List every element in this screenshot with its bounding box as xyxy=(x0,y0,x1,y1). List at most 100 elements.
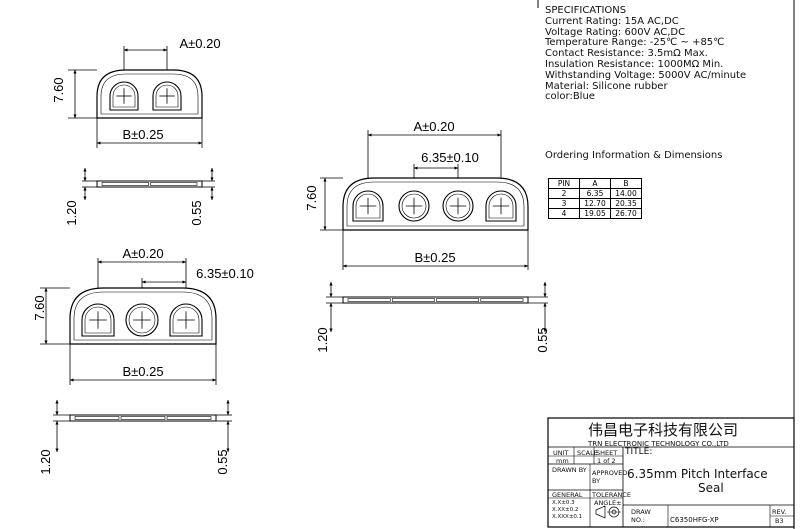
tolerance-label: TOLERANCE xyxy=(592,491,632,499)
dimension-label: 6.35±0.10 xyxy=(196,266,254,281)
dimension-label: 0.55 xyxy=(535,327,550,352)
round-hole-inner xyxy=(445,193,471,219)
side-view-pad xyxy=(74,416,120,420)
d-shaped-hole xyxy=(109,81,139,111)
dimension-label: 1.20 xyxy=(38,449,53,474)
draw-no-label: DRAW NO.: xyxy=(631,508,651,524)
side-view-pad xyxy=(347,298,391,302)
d-shaped-hole-inner xyxy=(112,84,136,108)
d-shaped-hole xyxy=(169,303,203,337)
rev-value: B3 xyxy=(775,517,784,525)
dimension-label: 0.55 xyxy=(189,200,204,225)
unit-label: UNIT xyxy=(553,449,569,457)
dimension-label: A±0.20 xyxy=(179,36,220,51)
d-shaped-hole-inner xyxy=(84,306,112,334)
table-row: 2 6.35 14.00 xyxy=(548,188,642,199)
side-view-outline xyxy=(342,296,529,304)
table-cell: 6.35 xyxy=(579,188,611,199)
company-name-cn: 伟昌电子科技有限公司 xyxy=(588,421,739,439)
dimension-label: A±0.20 xyxy=(122,246,163,261)
spec-line: color:Blue xyxy=(545,91,595,103)
drawing-title-line2: Seal xyxy=(698,481,724,495)
dimension-label: 0.55 xyxy=(215,449,230,474)
dimension-label: 1.20 xyxy=(315,327,330,352)
d-shaped-hole-inner xyxy=(488,193,514,219)
round-hole-inner xyxy=(128,306,156,334)
sheet-label: SHEET xyxy=(596,449,618,457)
ordering-heading: Ordering Information & Dimensions xyxy=(545,150,723,161)
drawn-by-label: DRAWN BY xyxy=(552,466,587,474)
general-label: GENERAL xyxy=(552,491,583,499)
dimension-label: 1.20 xyxy=(64,200,79,225)
d-shaped-hole xyxy=(152,81,182,111)
spec-line: Voltage Rating: 600V AC,DC xyxy=(545,26,686,38)
side-view-pad xyxy=(436,298,480,302)
table-header-cell: B xyxy=(610,178,642,189)
seal-body-inner-outline xyxy=(73,291,213,341)
round-hole xyxy=(442,190,474,222)
round-hole xyxy=(398,190,430,222)
d-shaped-hole-inner xyxy=(155,84,179,108)
dimension-label: B±0.25 xyxy=(122,127,163,142)
table-cell: 20.35 xyxy=(610,198,642,209)
side-view-outline xyxy=(69,414,217,422)
tolerance-value: X.XX±0.2 xyxy=(552,507,579,513)
d-shaped-hole xyxy=(81,303,115,337)
dimension-label: 7.60 xyxy=(304,185,319,210)
side-view-outline xyxy=(96,180,203,188)
angle-label: ANGLE± xyxy=(594,499,622,507)
approved-by-label: APPROVED BY xyxy=(592,469,628,485)
spec-line: Withstanding Voltage: 5000V AC/minute xyxy=(545,69,747,81)
specifications-block: SPECIFICATIONS Current Rating: 15A AC,DC… xyxy=(545,5,747,103)
title-block-frame xyxy=(547,417,795,528)
spec-line: Current Rating: 15A AC,DC xyxy=(545,15,679,27)
table-cell: 14.00 xyxy=(610,188,642,199)
unit-value: mm xyxy=(556,457,569,465)
table-cell: 2 xyxy=(548,188,580,199)
projection-symbol-part xyxy=(595,505,606,519)
round-hole xyxy=(125,303,159,337)
dimension-label: 6.35±0.10 xyxy=(421,150,479,165)
d-shaped-hole-inner xyxy=(355,193,381,219)
round-hole-inner xyxy=(401,193,427,219)
company-name-en: TRN ELECTRONIC TECHNOLOGY CO.,LTD xyxy=(588,440,729,448)
table-cell: 12.70 xyxy=(579,198,611,209)
sheet-value: 1 of 2 xyxy=(597,457,616,465)
spec-line: Insulation Resistance: 1000MΩ Min. xyxy=(545,58,724,70)
dimension-label: 7.60 xyxy=(32,295,47,320)
side-view-pad xyxy=(166,416,212,420)
side-view-pad xyxy=(150,182,198,186)
side-view-pad xyxy=(120,416,166,420)
dimension-label: B±0.25 xyxy=(122,364,163,379)
side-view-pad xyxy=(480,298,524,302)
seal-body-inner-outline xyxy=(100,73,199,115)
scale-label: SCALE xyxy=(577,449,598,457)
d-shaped-hole xyxy=(485,190,517,222)
spec-line: Material: Silicone rubber xyxy=(545,80,668,92)
seal-body-outline xyxy=(69,287,217,345)
dimension-label: B±0.25 xyxy=(414,250,455,265)
specifications-heading: SPECIFICATIONS xyxy=(545,5,627,16)
title-label: TITLE: xyxy=(625,447,653,457)
dimension-label: 7.60 xyxy=(51,77,66,102)
table-header-cell: A xyxy=(579,178,611,189)
table-cell: 4 xyxy=(548,208,580,219)
tolerance-value: X.X±0.3 xyxy=(552,500,575,506)
ordering-table: PIN A B 2 6.35 14.00 3 12.70 20.35 4 19.… xyxy=(548,178,642,219)
table-header-cell: PIN xyxy=(548,178,580,189)
table-cell: 19.05 xyxy=(579,208,611,219)
d-shaped-hole-inner xyxy=(172,306,200,334)
seal-body-outline xyxy=(342,177,529,231)
dimension-label: A±0.20 xyxy=(413,119,454,134)
side-view-pad xyxy=(101,182,149,186)
table-header-row: PIN A B xyxy=(548,178,642,189)
side-view-pad xyxy=(391,298,435,302)
table-row: 3 12.70 20.35 xyxy=(548,198,642,209)
tolerance-value: X.XXX±0.1 xyxy=(552,514,583,520)
table-row: 4 19.05 26.70 xyxy=(548,208,642,219)
drawing-title-line1: 6.35mm Pitch Interface xyxy=(627,467,768,481)
spec-line: Contact Resistance: 3.5mΩ Max. xyxy=(545,48,708,60)
draw-no-value: C6350HFG-XP xyxy=(670,516,719,524)
rev-label: REV. xyxy=(772,508,787,516)
